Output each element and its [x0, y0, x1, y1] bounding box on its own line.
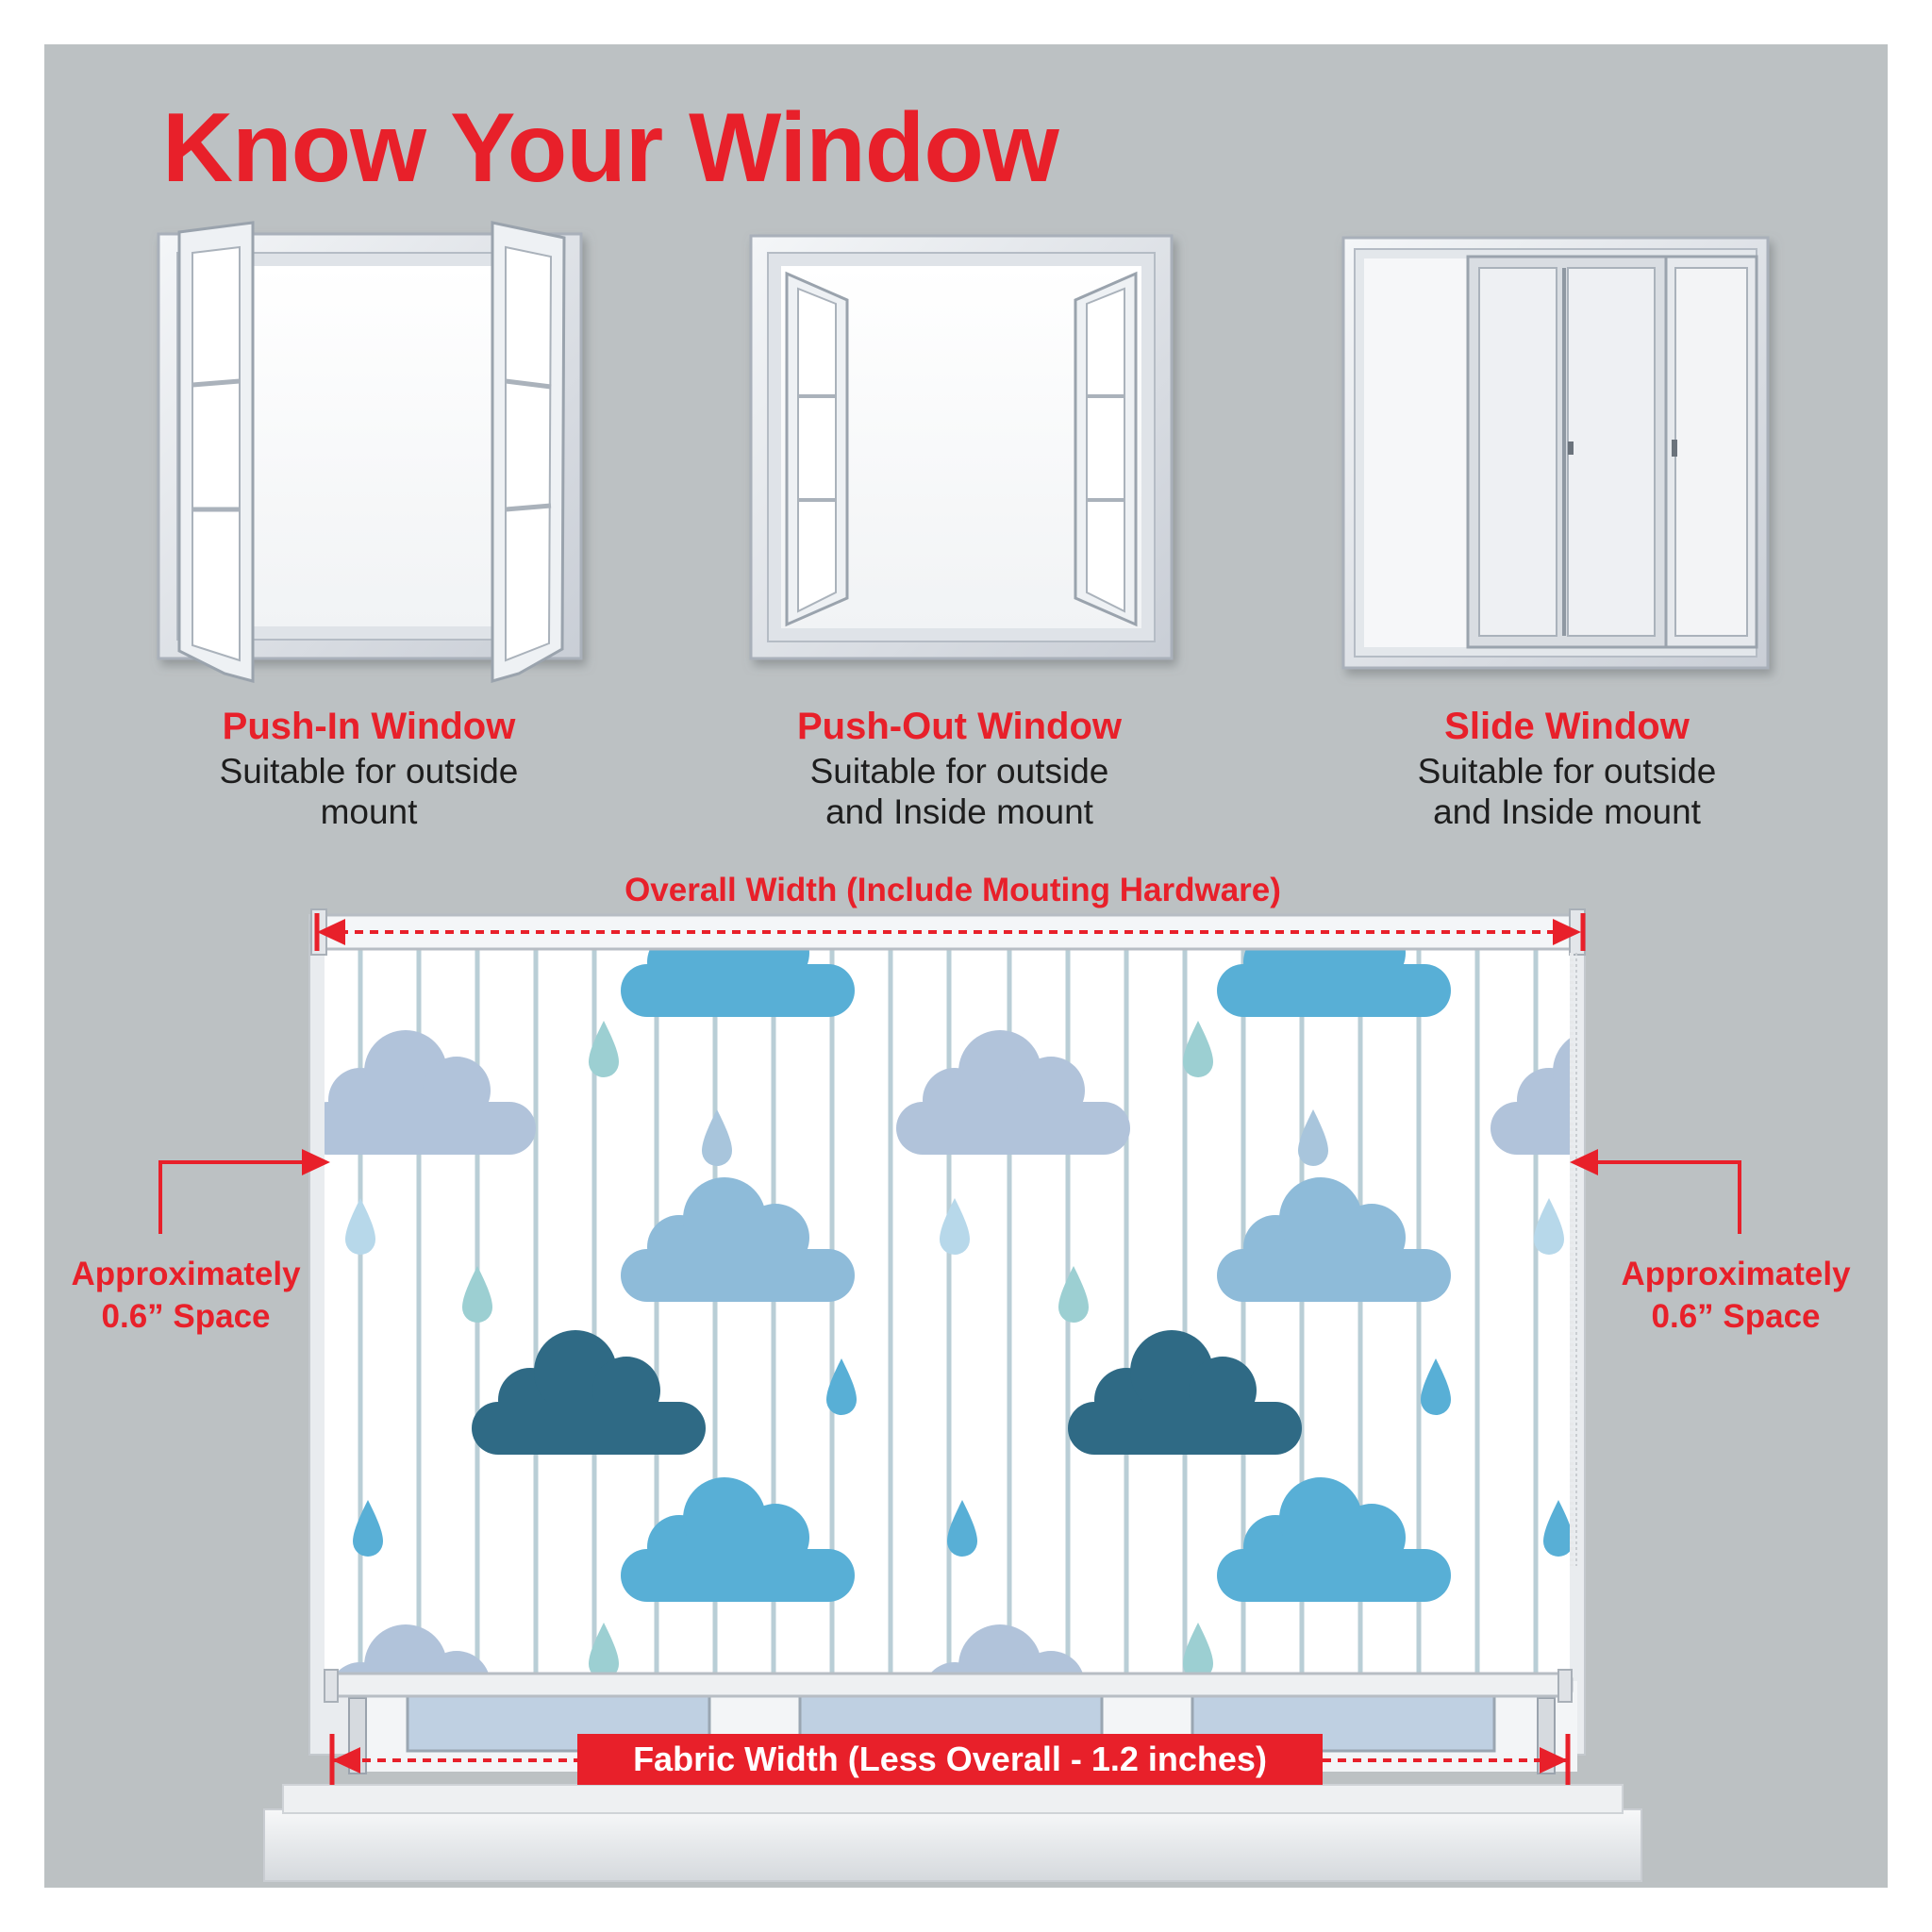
left-space-label: Approximately 0.6” Space: [44, 1253, 327, 1338]
push-out-caption: Push-Out Window Suitable for outside and…: [714, 702, 1205, 832]
window-description: Suitable for outside: [219, 752, 519, 791]
window-sill: [263, 1808, 1642, 1882]
push-in-window-image: [157, 221, 583, 683]
right-space-label: Approximately 0.6” Space: [1594, 1253, 1877, 1338]
overall-width-label: Overall Width (Include Mouting Hardware): [625, 872, 1281, 908]
fabric-width-label: Fabric Width (Less Overall - 1.2 inches): [577, 1734, 1323, 1785]
left-space-line1: Approximately: [71, 1256, 301, 1292]
window-description: mount: [320, 792, 418, 831]
page-title: Know Your Window: [162, 93, 1059, 203]
slide-caption: Slide Window Suitable for outside and In…: [1322, 702, 1812, 832]
right-space-indicator: [1570, 1149, 1741, 1234]
window-name: Slide Window: [1444, 706, 1690, 747]
window-description: and Inside mount: [825, 792, 1093, 831]
fabric-width-arrow: [329, 1734, 1571, 1785]
pull-chain: [1570, 953, 1577, 1566]
slide-window-image: [1341, 236, 1770, 670]
push-out-window-image: [749, 234, 1174, 660]
window-description: and Inside mount: [1433, 792, 1701, 831]
left-space-line2: 0.6” Space: [101, 1298, 271, 1335]
bottom-bar: [324, 1669, 1574, 1703]
right-space-line2: 0.6” Space: [1651, 1298, 1821, 1335]
overall-width-arrow: [314, 913, 1586, 951]
blind-fabric: [325, 943, 1570, 1679]
push-in-caption: Push-In Window Suitable for outside moun…: [124, 702, 614, 832]
right-space-line1: Approximately: [1621, 1256, 1851, 1292]
window-name: Push-Out Window: [796, 706, 1123, 747]
window-description: Suitable for outside: [1417, 752, 1717, 791]
window-name: Push-In Window: [222, 706, 516, 747]
left-space-indicator: [158, 1149, 330, 1234]
window-description: Suitable for outside: [809, 752, 1109, 791]
